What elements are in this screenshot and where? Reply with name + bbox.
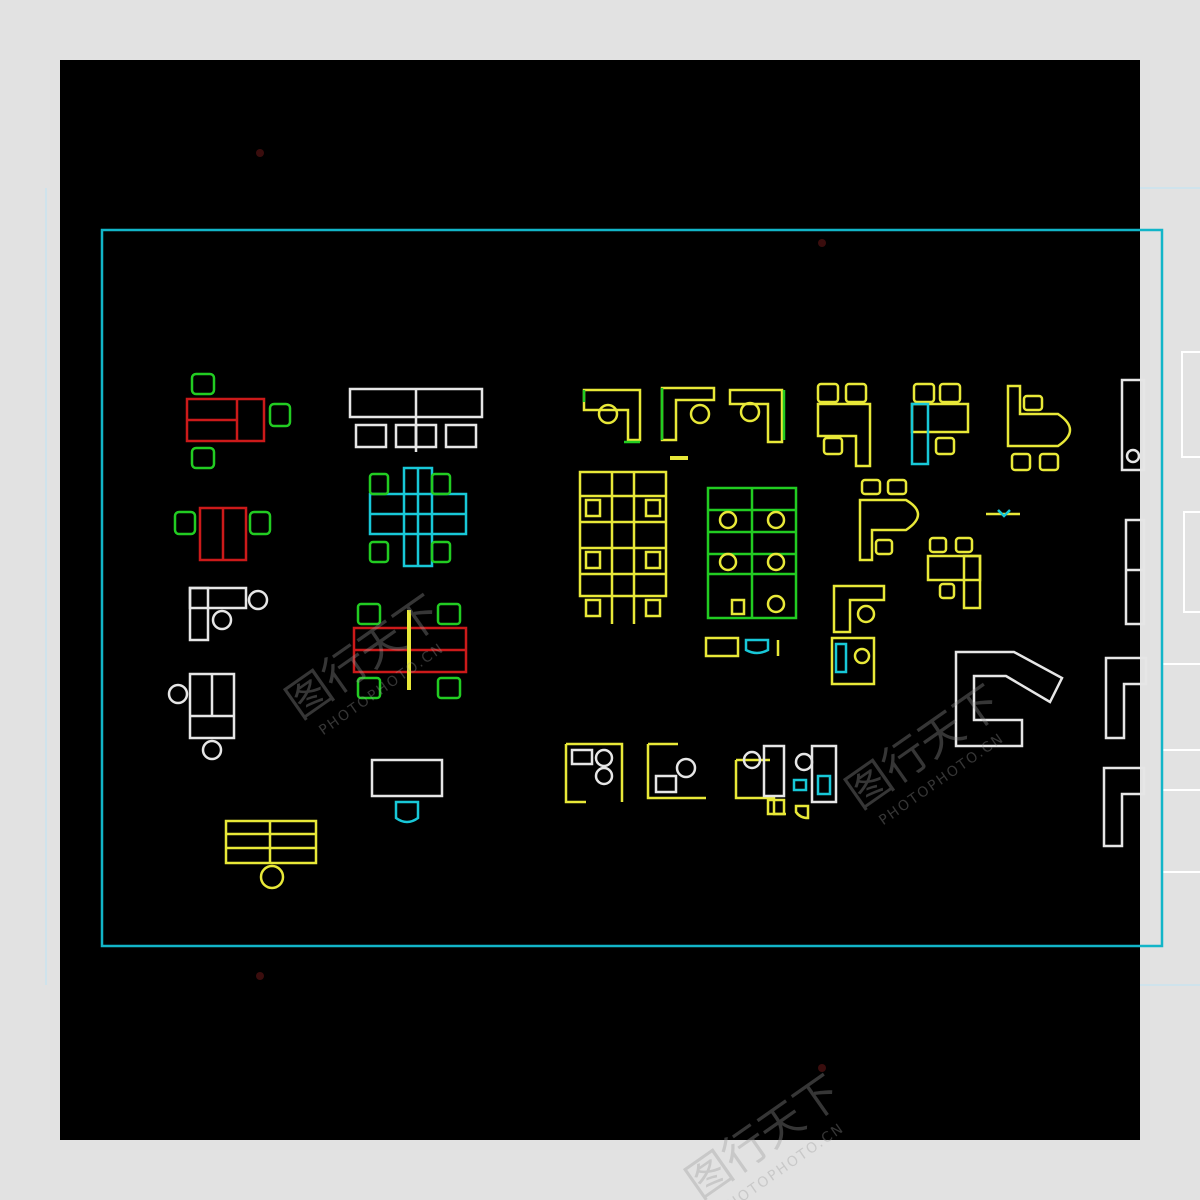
yellow-reception-desk (224, 819, 318, 890)
drawing-border (100, 228, 1164, 948)
background-frame-edges (45, 187, 1200, 986)
executive-desks-row (816, 382, 1072, 686)
green-cubicle-cluster (704, 486, 798, 658)
cyan-cluster-desk (368, 466, 468, 568)
offscreen-furniture-faded (1161, 351, 1200, 873)
canvas-specks (256, 149, 826, 1072)
white-l-desk (954, 650, 1064, 748)
white-desk-cyan-chair (370, 758, 444, 824)
right-edge-furniture (1102, 378, 1148, 848)
white-desk-chair-2 (167, 672, 236, 761)
yellow-bench-workstations (578, 470, 668, 624)
red-desk-group-1 (185, 372, 292, 470)
red-double-desk (352, 602, 468, 700)
red-desk-group-2 (173, 506, 272, 562)
corner-workstations-row (582, 386, 786, 460)
small-offices-row (564, 742, 838, 820)
white-desk-chair-1 (188, 586, 269, 642)
white-workstation-pair (348, 387, 484, 452)
